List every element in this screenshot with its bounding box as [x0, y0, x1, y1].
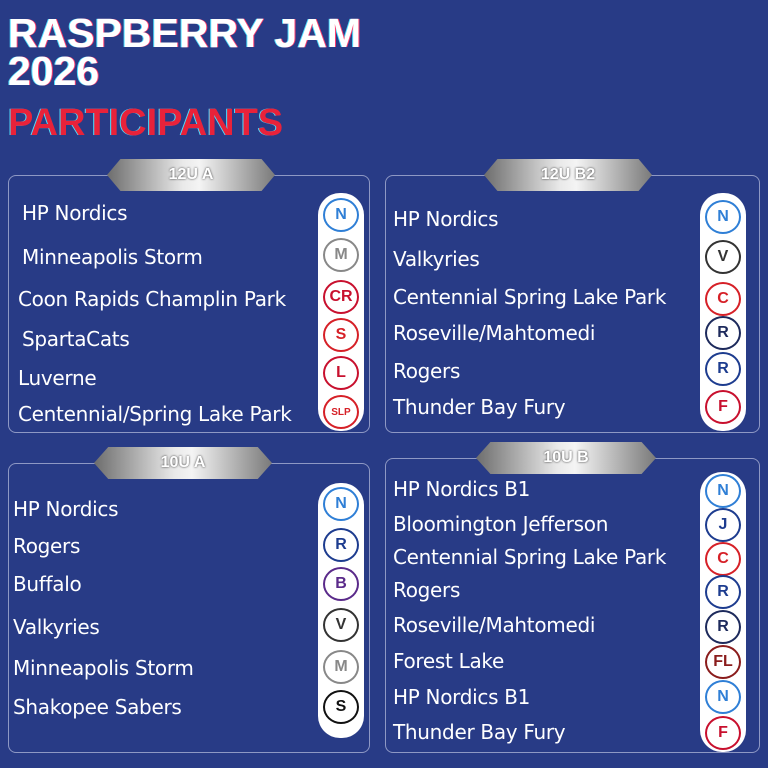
buffalo-logo-icon: B: [323, 567, 359, 601]
team-name: Centennial Spring Lake Park: [393, 545, 667, 569]
sabers-logo-icon: S: [323, 690, 359, 724]
team-name: Rogers: [393, 359, 461, 383]
fury-logo-icon: F: [705, 390, 741, 424]
jefferson-logo-icon: J: [705, 508, 741, 542]
slp-logo-icon: SLP: [323, 395, 359, 429]
forest-lake-logo-icon: FL: [705, 645, 741, 679]
division-panel: 12U A: [8, 159, 370, 433]
team-name: HP Nordics: [22, 201, 128, 225]
centennial-logo-icon: C: [705, 282, 741, 316]
division-header: 10U A: [94, 447, 272, 479]
participants-heading: PARTICIPANTS: [8, 102, 284, 144]
roseville-logo-icon: R: [705, 610, 741, 644]
team-name: HP Nordics: [393, 207, 499, 231]
spartacats-logo-icon: S: [323, 318, 359, 352]
team-name: Bloomington Jefferson: [393, 512, 609, 536]
valkyries-logo-icon: V: [323, 608, 359, 642]
luverne-logo-icon: L: [323, 356, 359, 390]
nordics-logo-icon: N: [323, 487, 359, 521]
roseville-logo-icon: R: [705, 316, 741, 350]
team-name: Rogers: [13, 534, 81, 558]
coon-rapids-logo-icon: CR: [323, 280, 359, 314]
division-panel: 12U B2: [385, 159, 760, 433]
team-name: Forest Lake: [393, 649, 505, 673]
rogers-logo-icon: R: [705, 575, 741, 609]
team-name: HP Nordics: [13, 497, 119, 521]
team-name: Roseville/Mahtomedi: [393, 613, 596, 637]
rogers-logo-icon: R: [323, 528, 359, 562]
team-name: Thunder Bay Fury: [393, 395, 566, 419]
team-name: Luverne: [18, 366, 97, 390]
centennial-logo-icon: C: [705, 542, 741, 576]
team-name: Centennial Spring Lake Park: [393, 285, 667, 309]
division-header: 10U B: [476, 442, 656, 474]
storm-logo-icon: M: [323, 650, 359, 684]
team-name: Rogers: [393, 578, 461, 602]
fury-logo-icon: F: [705, 716, 741, 750]
nordics-logo-icon: N: [705, 200, 741, 234]
team-name: Minneapolis Storm: [13, 656, 194, 680]
team-name: Roseville/Mahtomedi: [393, 321, 596, 345]
team-name: Minneapolis Storm: [22, 245, 203, 269]
team-name: HP Nordics B1: [393, 477, 531, 501]
team-name: Valkyries: [13, 615, 100, 639]
team-name: Thunder Bay Fury: [393, 720, 566, 744]
team-name: HP Nordics B1: [393, 685, 531, 709]
nordics-logo-icon: N: [705, 474, 741, 508]
nordics-logo-icon: N: [323, 198, 359, 232]
team-name: Shakopee Sabers: [13, 695, 182, 719]
team-name: Valkyries: [393, 247, 480, 271]
team-name: Buffalo: [13, 572, 82, 596]
valkyries-logo-icon: V: [705, 240, 741, 274]
team-name: Coon Rapids Champlin Park: [18, 287, 286, 311]
team-name: SpartaCats: [22, 327, 130, 351]
division-header: 12U B2: [484, 159, 652, 191]
division-panel: 10U A: [8, 447, 370, 753]
division-panel: 10U B: [385, 442, 760, 753]
division-header: 12U A: [107, 159, 275, 191]
nordics-logo-icon: N: [705, 680, 741, 714]
rogers-logo-icon: R: [705, 352, 741, 386]
storm-logo-icon: M: [323, 238, 359, 272]
team-name: Centennial/Spring Lake Park: [18, 402, 292, 426]
